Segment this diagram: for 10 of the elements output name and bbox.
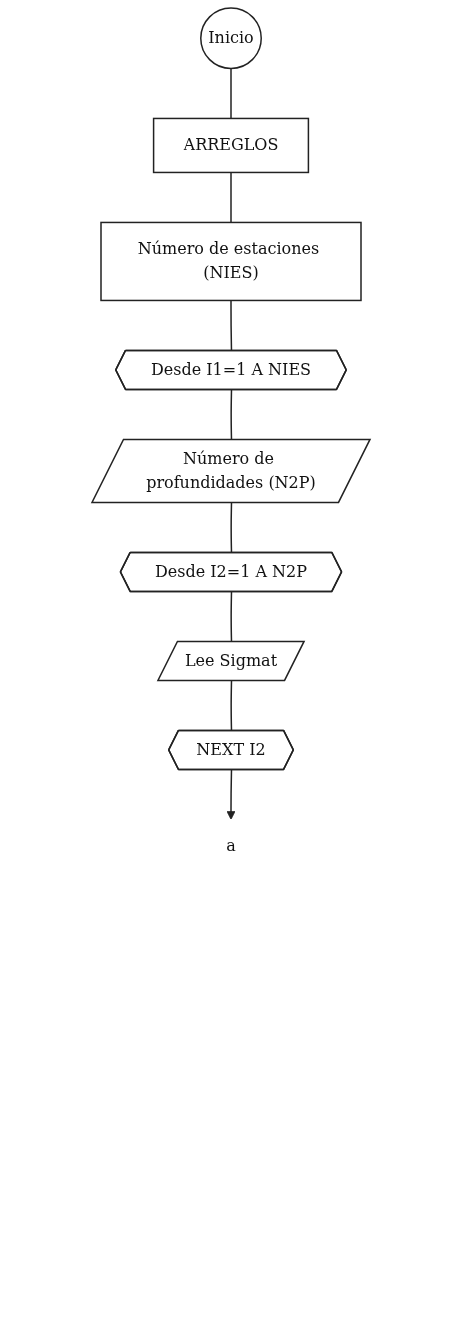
connector xyxy=(230,299,233,352)
node-circle: Inicio xyxy=(200,7,262,70)
arrow xyxy=(226,769,236,820)
connector xyxy=(230,67,232,120)
connector xyxy=(230,502,233,554)
node-box: ARREGLOS xyxy=(152,117,310,174)
node-text: a xyxy=(226,836,236,856)
connector xyxy=(230,171,232,224)
node-box: Número de estaciones (NIES) xyxy=(100,221,362,302)
connector xyxy=(230,680,233,732)
